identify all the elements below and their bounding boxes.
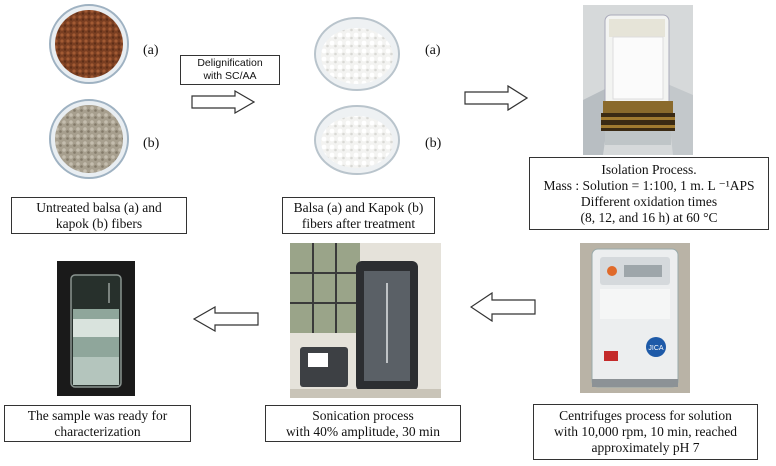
beaker-photo (57, 261, 135, 396)
centrifuge-caption: Centrifuges process for solution with 10… (533, 404, 758, 460)
isolation-caption: Isolation Process. Mass : Solution = 1:1… (529, 157, 769, 230)
untreated-balsa-photo (49, 4, 129, 84)
label-a-treated: (a) (425, 43, 441, 58)
treated-caption: Balsa (a) and Kapok (b) fibers after tre… (282, 197, 435, 234)
arrow-right-icon (464, 85, 528, 111)
jica-logo: JICA (648, 345, 664, 352)
ready-caption: The sample was ready for characterizatio… (4, 405, 191, 442)
arrow-left-icon (470, 292, 536, 322)
sonication-caption: Sonication process with 40% amplitude, 3… (265, 405, 461, 442)
label-a-untreated: (a) (143, 43, 159, 58)
label-b-treated: (b) (425, 136, 442, 151)
isolation-bottle-photo (583, 5, 693, 155)
centrifuge-photo: JICA (580, 243, 690, 393)
treated-balsa-photo (314, 17, 400, 91)
treated-kapok-photo (314, 105, 400, 175)
sonicator-photo (290, 243, 441, 398)
untreated-kapok-photo (49, 99, 129, 179)
untreated-caption: Untreated balsa (a) and kapok (b) fibers (11, 197, 187, 234)
label-b-untreated: (b) (143, 136, 160, 151)
arrow-right-icon (191, 90, 255, 114)
delignification-label: Delignification with SC/AA (180, 55, 280, 85)
arrow-left-icon (193, 306, 259, 332)
